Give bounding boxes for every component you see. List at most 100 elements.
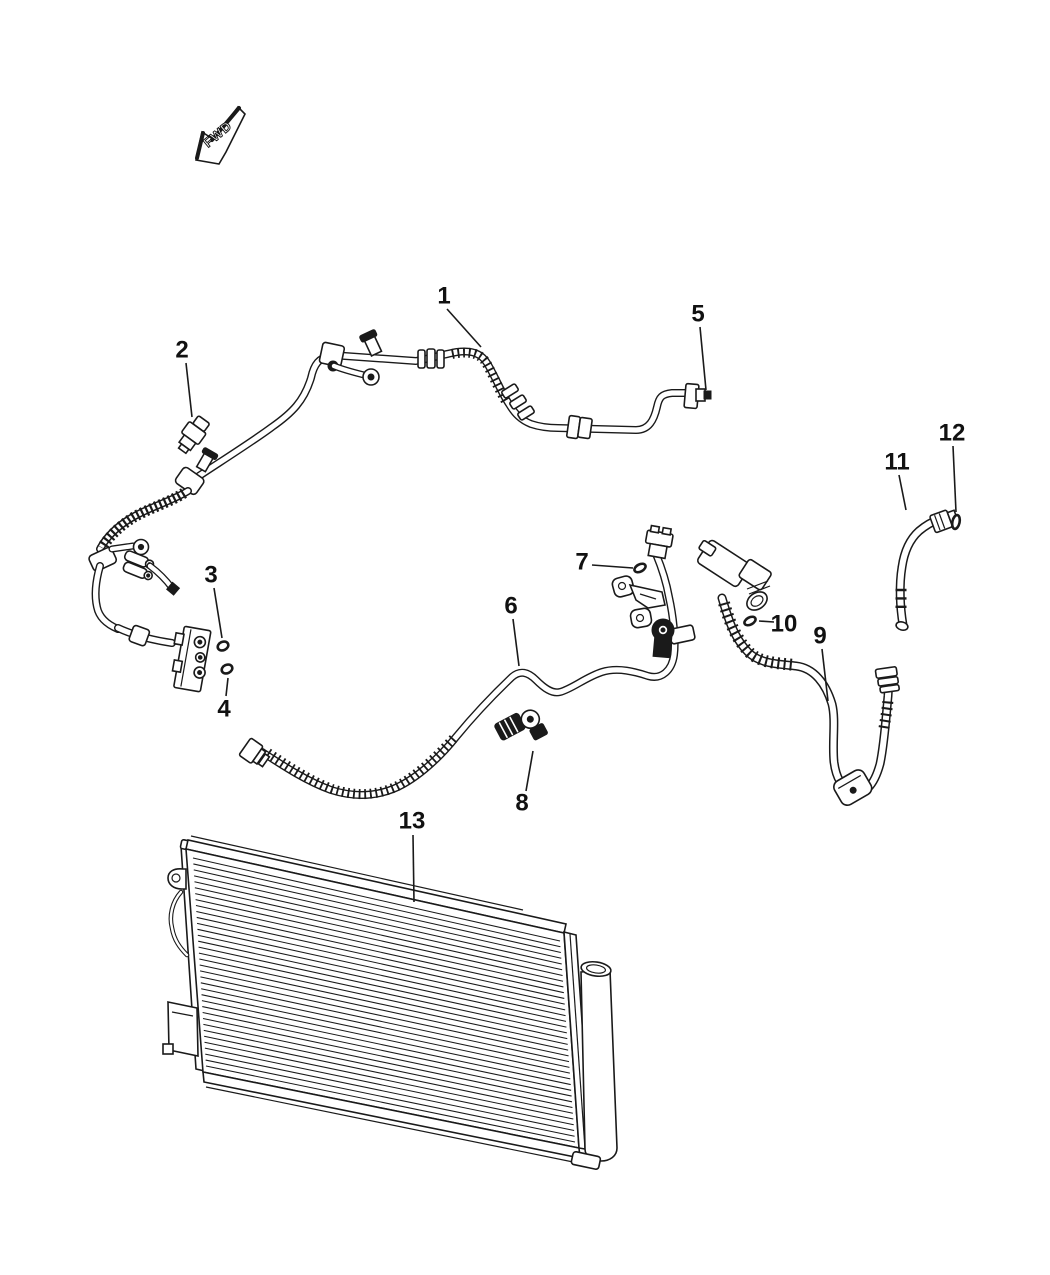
oring-3 xyxy=(216,640,230,652)
condenser-fin xyxy=(193,869,561,953)
condenser-fin xyxy=(196,916,565,999)
condenser-fin xyxy=(192,857,561,942)
callout-number-9: 9 xyxy=(813,623,826,650)
hose-clamp xyxy=(833,769,873,806)
manifold-block xyxy=(171,625,212,693)
condenser-top-back-edge xyxy=(190,835,524,911)
junction-fittings xyxy=(174,447,219,496)
callout-leader-11 xyxy=(898,474,907,511)
callout-number-6: 6 xyxy=(504,593,517,620)
line1-ring xyxy=(436,349,445,369)
condenser-fin xyxy=(204,1035,573,1114)
callout-leader-6 xyxy=(512,618,520,667)
condenser-fin xyxy=(203,1023,573,1103)
fwd-arrow-thick-edge xyxy=(195,131,205,160)
condenser-fin xyxy=(195,893,563,976)
condenser-fin xyxy=(198,946,567,1028)
line1-ring xyxy=(426,348,436,369)
suction-end-fitting xyxy=(874,666,900,694)
callout-leader-4 xyxy=(225,677,229,697)
condenser-fin xyxy=(198,940,567,1022)
condenser-fin xyxy=(199,964,568,1045)
manifold-clamp xyxy=(88,546,118,572)
left-manifold-assembly xyxy=(88,487,234,693)
line1-coupling xyxy=(517,405,535,421)
bracket-notch xyxy=(162,1043,174,1055)
callout-leader-9 xyxy=(821,648,829,702)
callout-leader-7 xyxy=(591,564,634,569)
oring-12 xyxy=(950,513,962,531)
condenser-eyelet-tab xyxy=(167,868,187,890)
corrugated-section xyxy=(265,734,458,800)
condenser-fin xyxy=(202,1006,571,1086)
condenser-fin xyxy=(193,863,561,948)
condenser-fin xyxy=(199,970,569,1051)
mounting-bracket xyxy=(611,575,675,659)
line1-union xyxy=(577,416,593,440)
fwd-arrow-thick-edge xyxy=(210,106,241,142)
lower-line-clamp xyxy=(128,624,151,647)
callout-number-2: 2 xyxy=(175,337,188,364)
callout-number-5: 5 xyxy=(691,301,704,328)
condenser-fin xyxy=(201,1000,571,1080)
condenser-bottom-edge xyxy=(205,1086,579,1164)
condenser-fin xyxy=(202,1012,572,1091)
condenser-fins xyxy=(192,857,576,1143)
callout-leader-13 xyxy=(412,834,415,903)
condenser-fin xyxy=(197,928,566,1011)
condenser-fin xyxy=(205,1065,576,1143)
callout-number-12: 12 xyxy=(939,420,966,447)
oring-10 xyxy=(743,615,757,627)
condenser xyxy=(162,835,618,1170)
oring-4 xyxy=(220,663,234,675)
liquid-line xyxy=(238,524,696,800)
callout-number-13: 13 xyxy=(399,808,426,835)
line1-stud-fitting xyxy=(359,329,383,357)
line6-top-connector xyxy=(644,524,674,560)
callout-number-10: 10 xyxy=(771,611,798,638)
eyelet-hole xyxy=(171,873,181,883)
condenser-fin xyxy=(197,934,566,1017)
condenser-fin xyxy=(196,922,565,1005)
condenser-fin xyxy=(200,982,570,1063)
condenser-fin xyxy=(204,1041,574,1120)
condenser-fin xyxy=(199,958,568,1040)
condenser-fin xyxy=(201,988,570,1068)
callout-leader-10 xyxy=(758,620,775,623)
condenser-fin xyxy=(203,1029,573,1109)
oring-7 xyxy=(633,562,647,574)
callout-leader-12 xyxy=(952,445,957,513)
condenser-fin xyxy=(201,994,570,1074)
callout-leader-2 xyxy=(185,362,193,418)
line1-ring xyxy=(417,349,426,369)
fwd-arrow: FWD xyxy=(195,105,246,165)
condenser-fin xyxy=(202,1017,572,1097)
condenser-fin xyxy=(205,1053,575,1132)
condenser-fin xyxy=(194,887,563,971)
pressure-sensor xyxy=(177,415,210,455)
line1-end-fitting xyxy=(683,382,712,410)
condenser-fin xyxy=(205,1059,575,1137)
callout-leader-1 xyxy=(446,308,482,348)
line1-coupling xyxy=(509,394,527,410)
line1-coupling xyxy=(501,383,519,399)
vent-hose xyxy=(895,509,962,631)
suction-hose xyxy=(696,539,900,806)
discharge-line xyxy=(186,329,712,486)
callout-number-11: 11 xyxy=(884,449,909,476)
callout-leader-3 xyxy=(213,587,223,639)
condenser-fin xyxy=(200,976,569,1057)
corrugated-section xyxy=(450,347,512,406)
condenser-fin xyxy=(198,952,567,1034)
vent-hose-tip xyxy=(895,621,909,631)
callout-number-1: 1 xyxy=(437,283,450,310)
condenser-fin xyxy=(195,905,564,988)
stub-cap xyxy=(166,581,181,596)
callout-leader-5 xyxy=(699,326,707,391)
callout-number-7: 7 xyxy=(575,549,588,576)
condenser-fin xyxy=(194,881,562,965)
receiver-drier xyxy=(570,960,618,1170)
line6-end-fitting xyxy=(238,737,271,768)
